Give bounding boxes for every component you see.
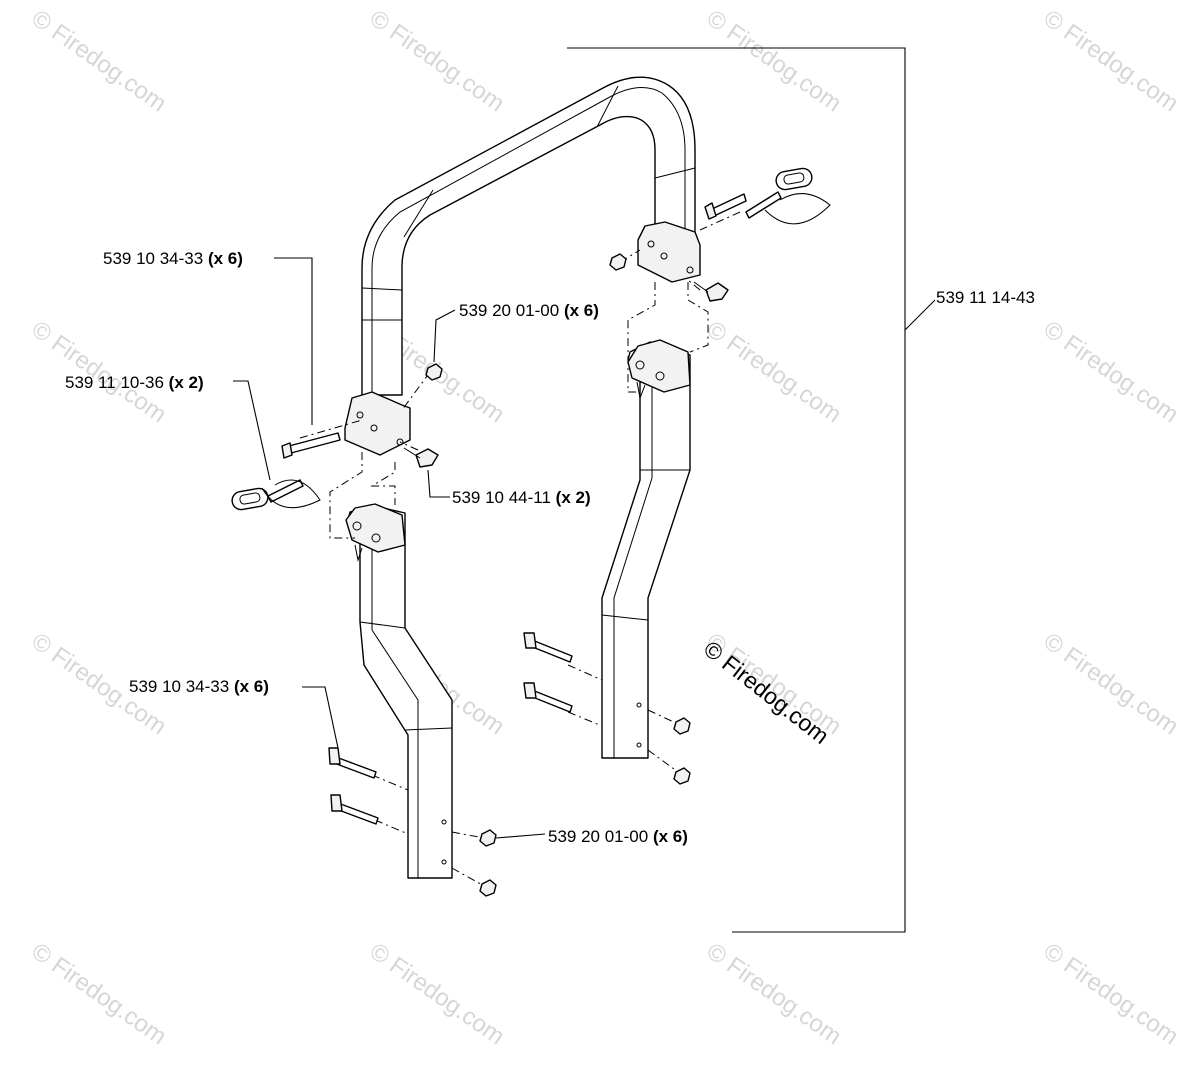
callout-nut-top: 539 20 01-00 (x 6) [459,301,599,320]
callout-pin: 539 11 10-36 (x 2) [65,373,204,392]
roll-bar-leg-right [601,339,691,759]
roll-bar-leg-left [345,503,453,879]
callout-knob: 539 10 44-11 (x 2) [452,488,591,507]
watermark: © Firedog.com [365,5,510,118]
watermark: © Firedog.com [27,938,172,1051]
watermark: © Firedog.com [702,316,847,429]
callout-leaders [233,257,546,839]
hardware-knobs [403,281,729,468]
alignment-lines [299,211,741,887]
callout-bolt-top: 539 10 34-33 (x 6) [103,249,243,268]
watermark: © Firedog.com [1039,938,1180,1051]
watermark: © Firedog.com [702,5,847,118]
assembly-bracket [567,47,906,933]
copyright-text: © Firedog.com [699,635,834,749]
hardware-pins [231,167,831,511]
watermark-group: © Firedog.com © Firedog.com © Firedog.co… [27,5,1180,1051]
callout-nut-bottom: 539 20 01-00 (x 6) [548,827,688,846]
watermark: © Firedog.com [702,938,847,1051]
watermark: © Firedog.com [1039,5,1180,118]
watermark: © Firedog.com [1039,628,1180,741]
callout-assembly: 539 11 14-43 [936,288,1035,307]
watermark: © Firedog.com [1039,316,1180,429]
callout-bolt-bottom: 539 10 34-33 (x 6) [129,677,269,696]
assembly-leader [904,299,936,331]
hardware-nuts [425,253,691,897]
hardware-bolts [281,193,747,825]
watermark: © Firedog.com [365,938,510,1051]
roll-bar-upper [344,76,701,456]
watermark: © Firedog.com [27,5,172,118]
